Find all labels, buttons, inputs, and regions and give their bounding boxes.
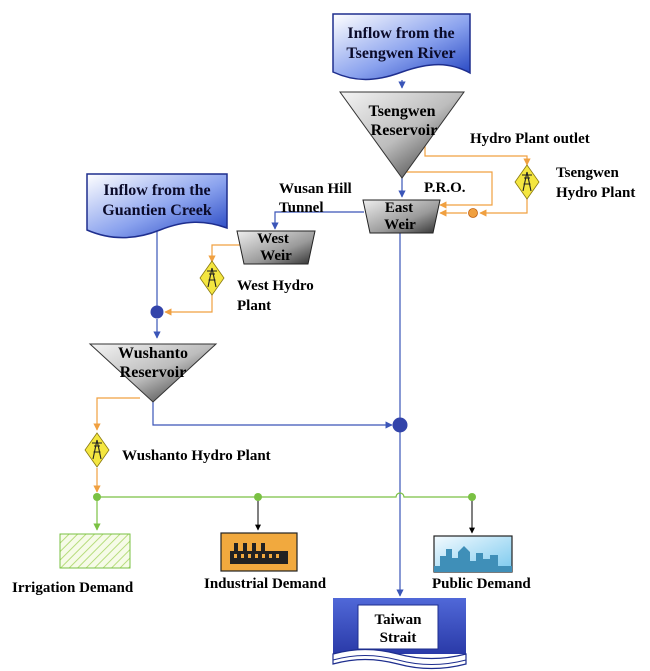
black-demand-lines [255,497,475,534]
hydro-plant-outlet-label: Hydro Plant outlet [470,131,590,147]
junction-node-pro [468,208,478,218]
east-weir: East Weir [362,199,441,234]
junction-node-demand-2 [254,493,262,501]
wushanto-reservoir-line2: Reservoir [120,364,187,381]
public-demand-icon [433,535,513,573]
tsengwen-inflow-line1: Inflow from the [347,25,454,42]
flow-hydro-to-pro [479,197,528,217]
taiwan-strait: Taiwan Strait [332,598,467,670]
flow-wushanto-to-main [152,385,393,429]
flow-west-weir-to-hydro [208,244,245,263]
flow-tsengwen-to-hydro [424,140,531,166]
wushanto-hydro-plant-label: Wushanto Hydro Plant [122,448,271,464]
public-demand-label: Public Demand [432,576,531,592]
pro-label: P.R.O. [424,180,466,196]
tsengwen-reservoir-line1: Tsengwen [369,103,436,120]
tsengwen-hydro-plant-label-2: Hydro Plant [556,185,635,201]
blue-flow-lines [152,80,406,597]
east-weir-line1: East [385,200,413,216]
tsengwen-hydro-plant-icon [514,164,540,200]
west-weir-line1: West [257,231,289,247]
wushanto-reservoir: Wushanto Reservoir [88,343,218,403]
tsengwen-reservoir: Tsengwen Reservoir [339,91,465,179]
flow-west-hydro-to-junction [164,292,213,316]
junction-node-guantien [150,305,164,319]
junction-node-demand-1 [93,493,101,501]
west-weir-line2: Weir [260,248,292,264]
taiwan-strait-line2: Strait [380,630,417,646]
tsengwen-hydro-plant-label-1: Tsengwen [556,165,619,181]
west-hydro-plant-label-1: West Hydro [237,278,314,294]
guantien-inflow-line1: Inflow from the [103,182,210,199]
tsengwen-inflow-line2: Tsengwen River [346,45,455,62]
guantien-inflow-line2: Guantien Creek [102,202,212,219]
junction-node-main [392,417,408,433]
east-weir-line2: Weir [384,217,416,233]
flow-bypass-to-east-weir [404,171,493,209]
wusan-hill-tunnel-label-2: Tunnel [279,200,323,216]
irrigation-demand-icon [59,533,131,569]
wushanto-hydro-plant-icon [84,432,110,468]
west-hydro-plant-label-2: Plant [237,298,271,314]
flow-tunnel-east-to-west [271,211,364,230]
industrial-demand-label: Industrial Demand [204,576,327,592]
orange-flow-lines [93,140,531,493]
demand-distribution-line [97,492,470,498]
tsengwen-inflow: Inflow from the Tsengwen River [332,13,471,81]
taiwan-strait-line1: Taiwan [375,612,423,628]
west-hydro-plant-icon [199,260,225,296]
junction-node-demand-3 [468,493,476,501]
flow-wushanto-to-hydro [93,397,140,431]
guantien-inflow: Inflow from the Guantien Creek [86,173,228,239]
tsengwen-reservoir-line2: Reservoir [371,122,438,139]
industrial-demand-icon [220,532,298,572]
green-demand-lines [93,492,470,531]
wushanto-reservoir-line1: Wushanto [118,345,188,362]
wusan-hill-tunnel-label-1: Wusan Hill [279,181,352,197]
west-weir: West Weir [236,230,316,265]
irrigation-demand-label: Irrigation Demand [12,580,134,596]
